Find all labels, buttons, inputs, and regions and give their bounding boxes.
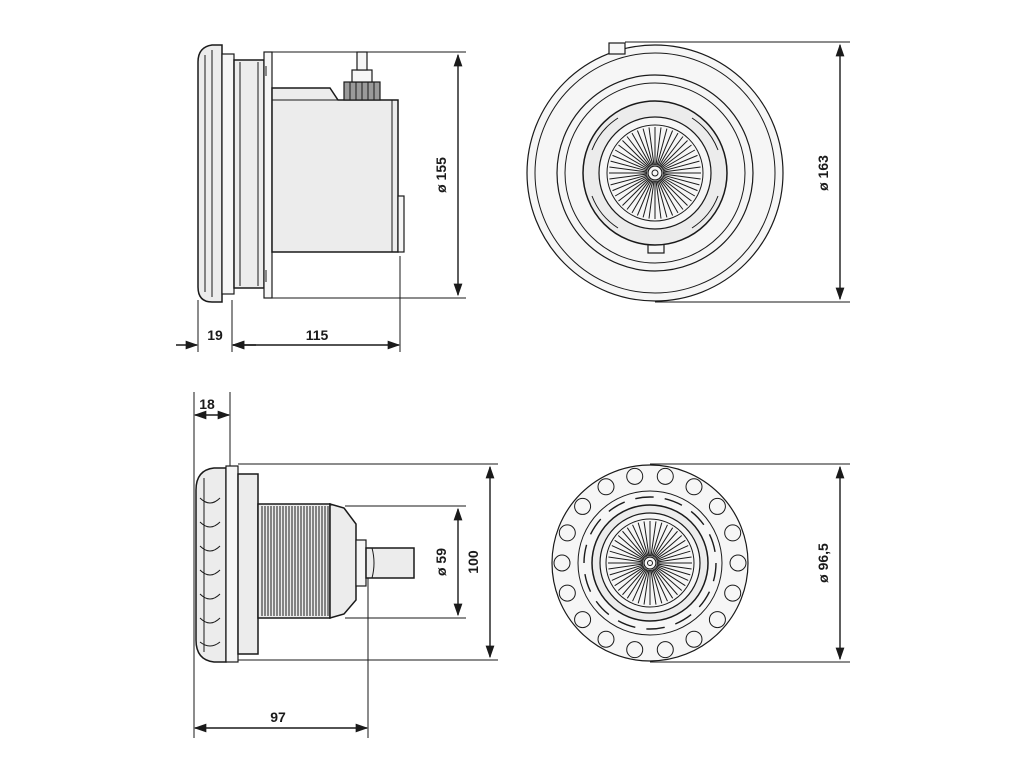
thread-lines xyxy=(261,506,329,616)
dim-18: 18 xyxy=(199,396,215,412)
front-rim xyxy=(197,44,223,303)
dim-100: 100 xyxy=(465,550,481,574)
threaded-body xyxy=(257,503,331,619)
side-view-large: ø 155 19 115 xyxy=(176,44,466,352)
dim-d96: ø 96,5 xyxy=(815,543,831,583)
dim-d163: ø 163 xyxy=(815,155,831,191)
dim-115: 115 xyxy=(306,327,329,343)
dim-97: 97 xyxy=(270,709,286,725)
dim-19: 19 xyxy=(207,327,223,343)
front-view-large: ø 163 xyxy=(526,41,850,303)
lens-rays xyxy=(609,127,701,219)
slot-ring xyxy=(583,496,717,630)
flange-small xyxy=(225,465,239,663)
lens-rays-small xyxy=(608,521,692,605)
side-view-small: 18 ø 59 100 97 xyxy=(193,392,498,738)
dim-d59: ø 59 xyxy=(433,548,449,576)
scallop-ring xyxy=(553,467,747,659)
dim-d155: ø 155 xyxy=(433,157,449,193)
front-view-small: ø 96,5 xyxy=(551,463,850,663)
flange xyxy=(221,53,235,295)
housing-body xyxy=(271,87,399,253)
nose-cone xyxy=(329,503,357,619)
front-cover xyxy=(195,467,227,663)
